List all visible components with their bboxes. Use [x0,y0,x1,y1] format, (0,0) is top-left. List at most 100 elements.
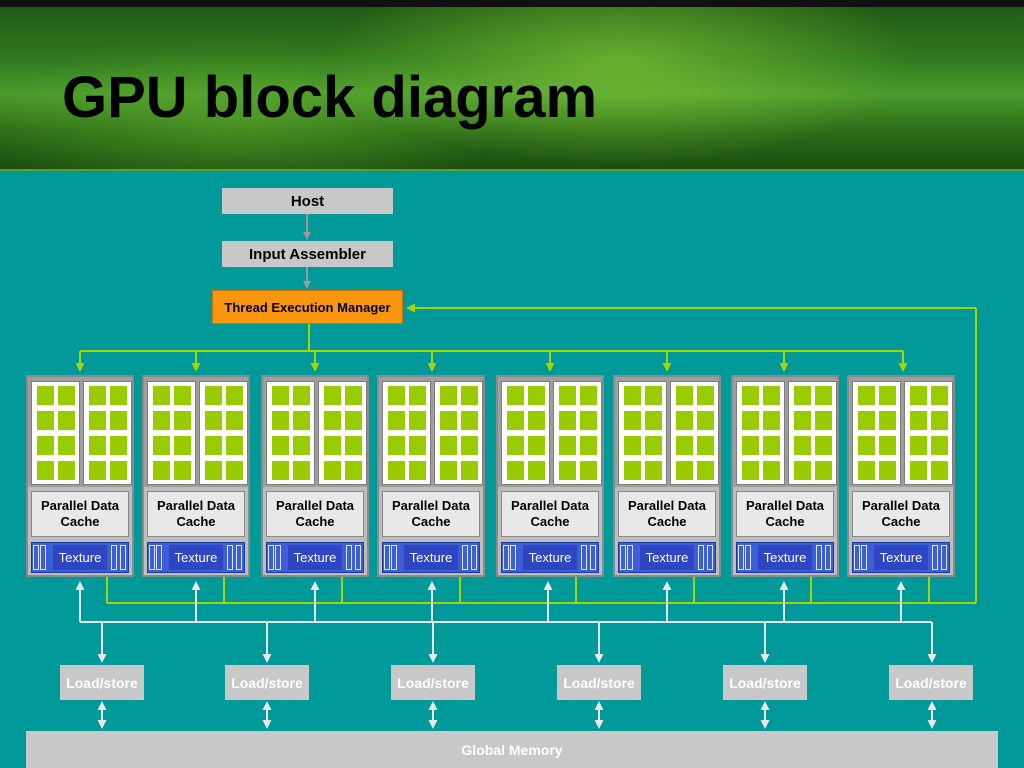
texture-label: Texture [169,545,223,570]
streaming-processor [89,411,106,430]
memory-interconnect [75,581,937,729]
streaming-processor [409,386,426,405]
streaming-processor [763,461,780,480]
streaming-processor [461,461,478,480]
page-title: GPU block diagram [62,65,598,130]
streaming-processor [580,411,597,430]
processor-group [382,381,431,485]
streaming-processor [37,461,54,480]
parallel-data-cache: Parallel Data Cache [382,491,480,537]
streaming-processor [645,386,662,405]
texture-unit: Texture [736,542,834,573]
streaming-processor [580,436,597,455]
streaming-processor [858,386,875,405]
processor-array [615,377,719,487]
texture-cell [581,545,587,570]
streaming-processor [345,461,362,480]
texture-cell [156,545,162,570]
streaming-processor [345,411,362,430]
streaming-processor [272,436,289,455]
multiprocessor-block: Parallel Data Cache Texture [731,375,839,577]
streaming-processor [794,436,811,455]
processor-group [788,381,837,485]
streaming-processor [879,386,896,405]
streaming-processor [388,436,405,455]
streaming-processor [794,461,811,480]
streaming-processor [440,386,457,405]
streaming-processor [580,386,597,405]
processor-array [733,377,837,487]
texture-cell [854,545,860,570]
load-store-unit: Load/store [225,665,309,700]
texture-cell [941,545,947,570]
streaming-processor [931,411,948,430]
texture-cell [149,545,155,570]
streaming-processor [461,436,478,455]
texture-label: Texture [288,545,342,570]
streaming-processor [226,436,243,455]
streaming-processor [528,386,545,405]
streaming-processor [910,461,927,480]
streaming-processor [293,386,310,405]
streaming-processor [205,386,222,405]
streaming-processor [931,386,948,405]
load-store-unit: Load/store [391,665,475,700]
parallel-data-cache: Parallel Data Cache [266,491,364,537]
streaming-processor [676,411,693,430]
parallel-data-cache: Parallel Data Cache [618,491,716,537]
streaming-processor [153,436,170,455]
texture-cell [33,545,39,570]
texture-cell [355,545,361,570]
texture-cell [932,545,938,570]
texture-label: Texture [404,545,458,570]
streaming-processor [205,436,222,455]
streaming-processor [559,461,576,480]
processor-group [199,381,248,485]
streaming-processor [226,461,243,480]
streaming-processor [528,461,545,480]
texture-cell [346,545,352,570]
multiprocessor-block: Parallel Data Cache Texture [377,375,485,577]
streaming-processor [324,411,341,430]
streaming-processor [910,386,927,405]
streaming-processor [559,386,576,405]
streaming-processor [794,386,811,405]
streaming-processor [742,461,759,480]
multiprocessor-block: Parallel Data Cache Texture [496,375,604,577]
streaming-processor [58,436,75,455]
texture-unit: Texture [501,542,599,573]
streaming-processor [37,386,54,405]
thread-execution-manager-block: Thread Execution Manager [212,290,403,324]
streaming-processor [388,386,405,405]
texture-cell [861,545,867,570]
streaming-processor [272,461,289,480]
streaming-processor [324,436,341,455]
streaming-processor [58,386,75,405]
texture-unit: Texture [266,542,364,573]
texture-label: Texture [874,545,928,570]
load-store-unit: Load/store [557,665,641,700]
processor-array [498,377,602,487]
processor-array [28,377,132,487]
streaming-processor [645,411,662,430]
streaming-processor [153,411,170,430]
texture-cell [391,545,397,570]
load-store-unit: Load/store [889,665,973,700]
streaming-processor [205,411,222,430]
streaming-processor [89,386,106,405]
texture-cell [384,545,390,570]
streaming-processor [697,411,714,430]
streaming-processor [272,411,289,430]
processor-group [501,381,550,485]
texture-unit: Texture [31,542,129,573]
processor-group [434,381,483,485]
streaming-processor [272,386,289,405]
processor-array [263,377,367,487]
processor-group [670,381,719,485]
host-block: Host [222,188,393,214]
parallel-data-cache: Parallel Data Cache [736,491,834,537]
streaming-processor [645,436,662,455]
streaming-processor [815,461,832,480]
streaming-processor [388,411,405,430]
streaming-processor [507,386,524,405]
